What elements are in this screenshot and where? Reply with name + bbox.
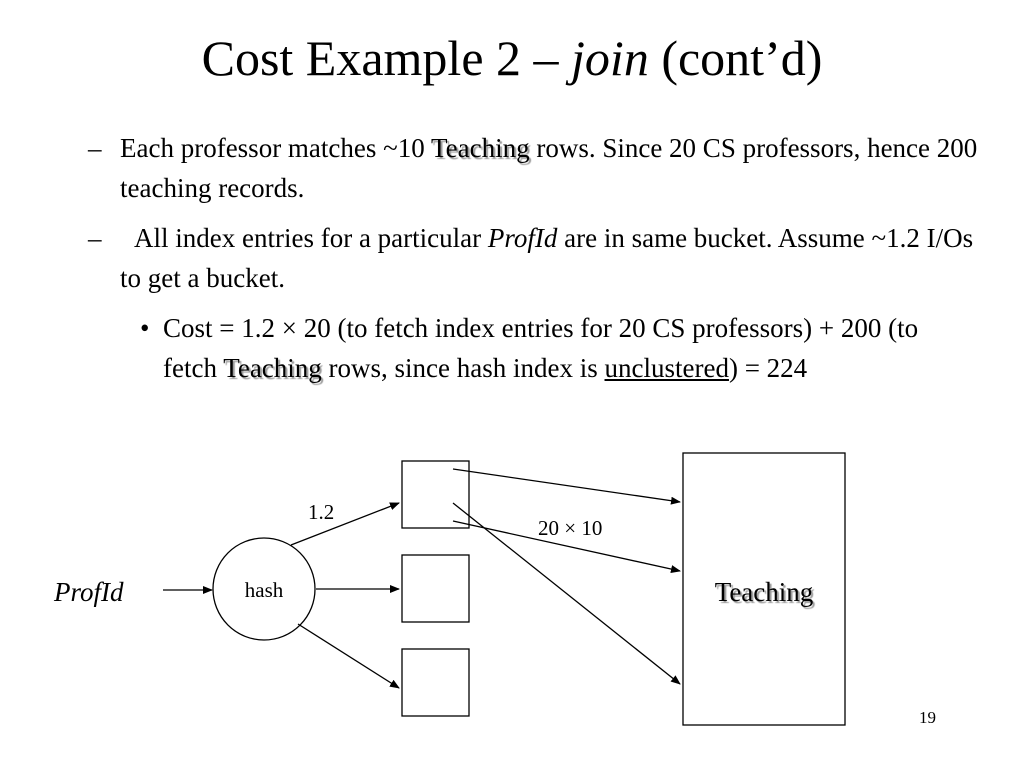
bullet-3-text-a: Cost = 1.2 × 20 (to fetch index entries … xyxy=(163,313,919,383)
title-rest: (cont’d) xyxy=(648,30,823,86)
teaching-table xyxy=(682,452,846,726)
bullet-2: All index entries for a particular ProfI… xyxy=(120,218,980,298)
bullet-3-teaching: Teaching xyxy=(223,353,322,383)
title-italic: join xyxy=(571,30,649,86)
bullet-2-profid: ProfId xyxy=(487,223,558,253)
bullet-3-unclustered: unclustered xyxy=(604,353,729,383)
fetch-label: 20 × 10 xyxy=(538,516,602,540)
bucket-3 xyxy=(401,648,470,717)
slide-title: Cost Example 2 – join (cont’d) xyxy=(0,28,1024,88)
hash-to-bucket-3-arrow xyxy=(297,623,400,689)
bullet-1: Each professor matches ~10 Teaching rows… xyxy=(120,128,980,208)
bullet-3-marker: • xyxy=(140,313,150,343)
bullet-1-marker: – xyxy=(88,133,102,163)
bullet-1-text-b: rows. Since 20 CS professors, hence 200 … xyxy=(120,133,978,203)
hash-circle xyxy=(212,537,316,641)
bullet-3: Cost = 1.2 × 20 (to fetch index entries … xyxy=(163,308,963,388)
hash-to-bucket-1-arrow xyxy=(290,502,400,546)
title-main: Cost Example 2 – xyxy=(201,30,572,86)
io-label: 1.2 xyxy=(308,500,334,524)
bullet-1-text-a: Each professor matches ~10 xyxy=(120,133,432,163)
bucket-to-teaching-arrow-3 xyxy=(452,502,681,685)
bullet-2-text-b: are in same bucket. Assume ~1.2 I/Os to … xyxy=(120,223,974,293)
hash-label: hash xyxy=(245,578,284,602)
bullet-3-text-c: ) = 224 xyxy=(728,353,808,383)
bucket-2 xyxy=(401,554,470,623)
bullet-2-text-a: All index entries for a particular xyxy=(134,223,488,253)
bucket-1 xyxy=(401,460,470,529)
bullet-3-text-b: rows, since hash index is xyxy=(321,353,605,383)
bullet-2-marker: – xyxy=(88,223,102,253)
bucket-to-teaching-arrow-1 xyxy=(452,468,681,505)
teaching-label: Teaching xyxy=(715,577,814,607)
bullet-1-teaching: Teaching xyxy=(431,133,530,163)
bucket-to-teaching-arrow-2 xyxy=(452,520,681,573)
page-number: 19 xyxy=(919,708,936,727)
profid-label: ProfId xyxy=(53,577,124,607)
